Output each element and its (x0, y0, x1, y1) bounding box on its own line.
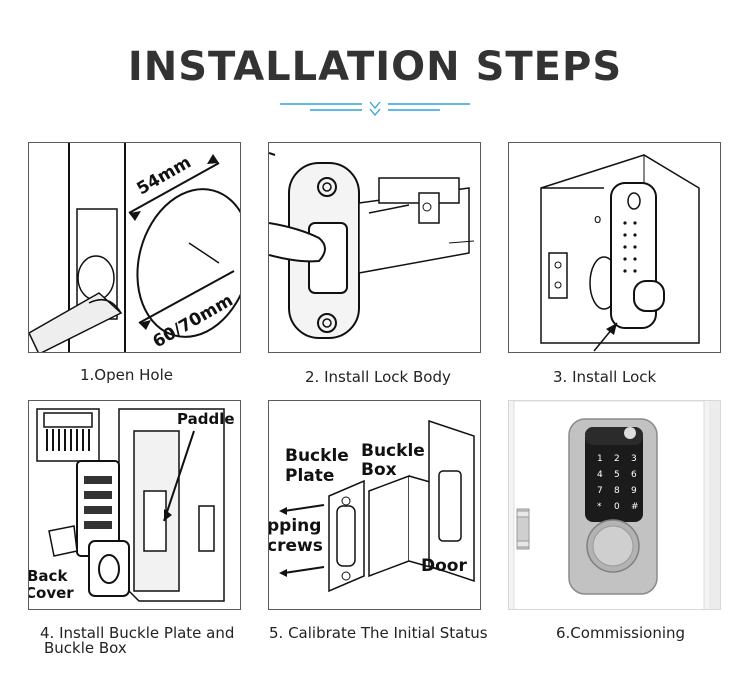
keypad-key: 8 (614, 486, 620, 496)
step-3-image: o (508, 142, 721, 353)
label-paddle: Paddle (177, 410, 235, 428)
label-buckle-box-2: Box (361, 460, 397, 480)
step-1-caption: 1.Open Hole (80, 366, 173, 384)
step-2-caption: 2. Install Lock Body (305, 368, 451, 386)
title-divider (280, 101, 470, 117)
keypad-key: # (631, 502, 639, 512)
label-door: Door (421, 556, 467, 576)
keypad-key: 3 (631, 454, 637, 464)
label-tapping-screws-2: crews (269, 536, 323, 556)
step-6-caption: 6.Commissioning (556, 624, 686, 642)
step-3-caption: 3. Install Lock (553, 368, 657, 386)
step-4-caption-line1: 4. Install Buckle Plate and (40, 624, 235, 642)
step-6-image: 1 2 3 4 5 6 7 8 9 * 0 # (508, 400, 721, 610)
keypad-key: 6 (631, 470, 637, 480)
keypad-key: 9 (631, 486, 637, 496)
keypad-key: 5 (614, 470, 620, 480)
step-5-image: Buckle Plate Buckle Box pping crews Door (268, 400, 481, 610)
keypad-key: 7 (597, 486, 603, 496)
step-2-image (268, 142, 481, 353)
keypad-key: 1 (597, 454, 603, 464)
step-4-caption-line2: Buckle Box (44, 639, 127, 657)
step-5-caption: 5. Calibrate The Initial Status (269, 624, 488, 642)
label-cover: Cover (29, 584, 74, 602)
step-4-image: Paddle Back Cover (28, 400, 241, 610)
label-buckle-box-1: Buckle (361, 441, 425, 461)
page-title: INSTALLATION STEPS (127, 44, 623, 90)
keypad-key: * (597, 502, 602, 512)
keypad-key: 4 (597, 470, 603, 480)
label-back: Back (29, 567, 68, 585)
keypad-key: 0 (614, 502, 620, 512)
step-1-image: 54mm 60/70mm (28, 142, 241, 353)
label-buckle-plate-2: Plate (285, 466, 334, 486)
svg-text:o: o (594, 212, 601, 226)
label-buckle-plate-1: Buckle (285, 446, 349, 466)
keypad-digits: 1 2 3 4 5 6 7 8 9 * 0 # (597, 454, 639, 512)
label-60-70mm: 60/70mm (150, 291, 237, 353)
label-tapping-screws-1: pping (269, 516, 321, 536)
keypad-key: 2 (614, 454, 620, 464)
